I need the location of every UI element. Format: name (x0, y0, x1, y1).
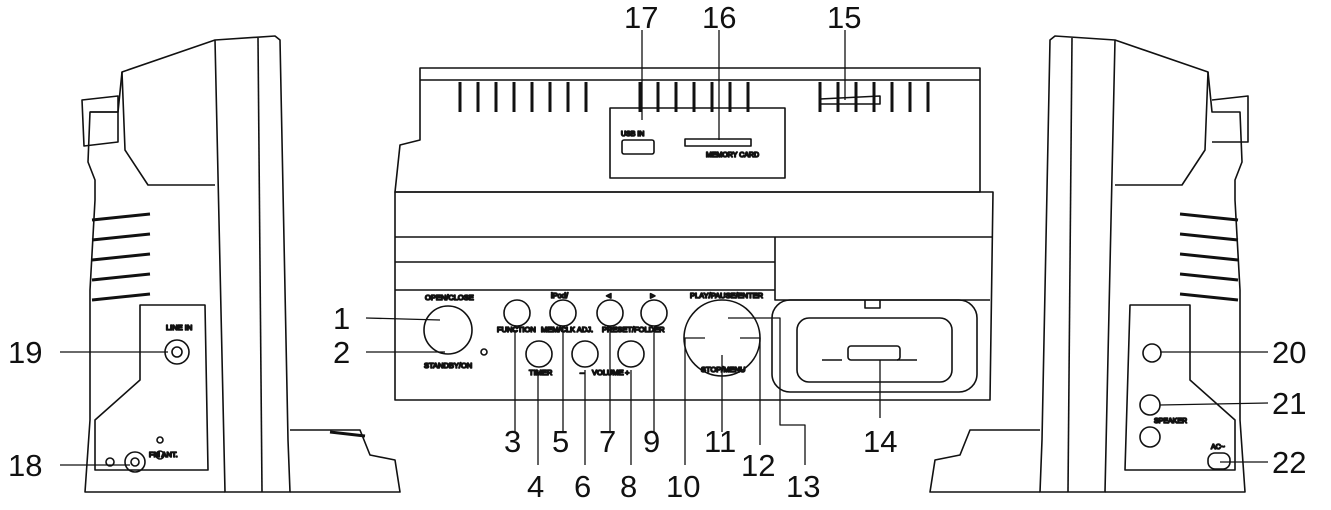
callout-8: 8 (620, 469, 637, 504)
ipod-label: iPod/ (551, 291, 569, 300)
callout-18: 18 (8, 448, 42, 483)
left-side-view (81, 35, 401, 493)
callout-20: 20 (1272, 335, 1306, 370)
callout-14: 14 (863, 424, 897, 459)
callout-3: 3 (504, 424, 521, 459)
callout-12: 12 (741, 448, 775, 483)
callout-1: 1 (333, 301, 350, 336)
callout-15: 15 (827, 0, 861, 35)
memory-card-label: MEMORY CARD (706, 152, 759, 159)
leader-lines (60, 30, 1269, 466)
fm-ant-label: FM ANT. (149, 450, 178, 459)
volume-plus-label: + (625, 368, 630, 377)
open-close-label: OPEN/CLOSE (425, 293, 474, 302)
callout-4: 4 (527, 469, 544, 504)
prev-arrow-label: ◄ (605, 291, 612, 300)
stop-menu-label: STOP/MENU (701, 365, 745, 374)
right-side-view (929, 35, 1249, 493)
callout-10: 10 (666, 469, 700, 504)
volume-label: VOLUME (592, 368, 624, 377)
next-arrow-label: ► (649, 291, 656, 300)
mem-clk-adj-label: MEM/CLK ADJ. (541, 325, 593, 334)
callout-22: 22 (1272, 445, 1306, 480)
callout-13: 13 (786, 469, 820, 504)
volume-minus-label: – (580, 368, 585, 377)
usb-in-label: USB IN (621, 131, 644, 138)
play-pause-enter-label: PLAY/PAUSE/ENTER (690, 291, 764, 300)
speaker-label: SPEAKER (1154, 418, 1187, 425)
callout-6: 6 (574, 469, 591, 504)
line-in-label: LINE IN (166, 323, 192, 332)
callout-numbers: 1 2 3 4 5 6 7 8 9 10 11 12 13 14 15 16 1… (8, 0, 1306, 504)
preset-folder-label: PRESET/FOLDER (602, 325, 665, 334)
function-label: FUNCTION (497, 325, 536, 334)
timer-label: TIMER (529, 368, 553, 377)
callout-5: 5 (552, 424, 569, 459)
ac-label: AC~ (1211, 444, 1225, 451)
front-view (394, 67, 994, 401)
callout-16: 16 (702, 0, 736, 35)
callout-21: 21 (1272, 386, 1306, 421)
callout-11: 11 (704, 424, 736, 459)
callout-2: 2 (333, 335, 350, 370)
callout-9: 9 (643, 424, 660, 459)
callout-17: 17 (624, 0, 658, 35)
callout-19: 19 (8, 335, 42, 370)
callout-7: 7 (599, 424, 616, 459)
standby-on-label: STANDBY/ON (424, 361, 472, 370)
